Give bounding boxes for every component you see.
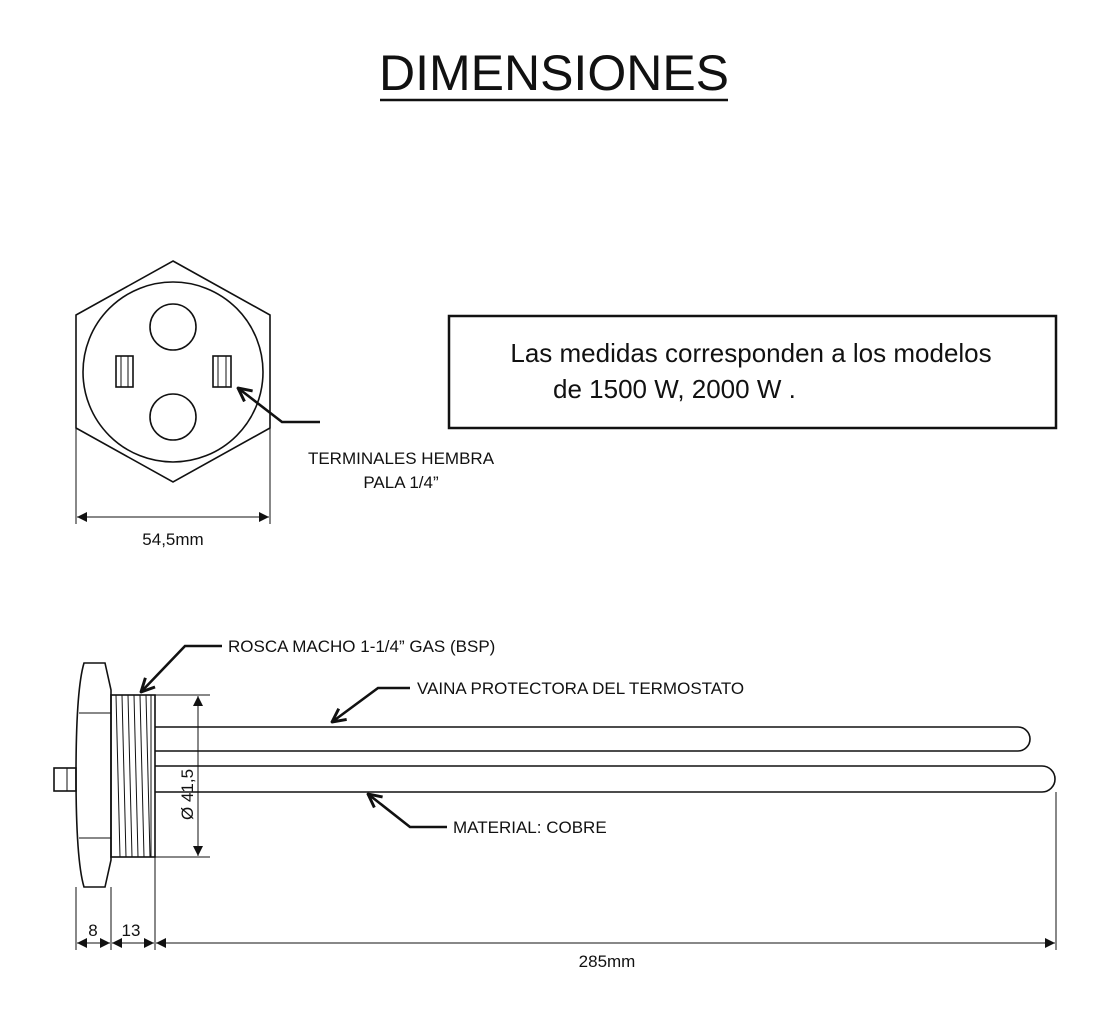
terminal-leader-arrow [238, 388, 320, 424]
left-terminal [115, 355, 134, 388]
material-label: MATERIAL: COBRE [453, 818, 607, 837]
upper-hole [149, 303, 197, 351]
diameter-dimension: Ø 41,5 [178, 769, 197, 820]
flange-dimension: 8 [88, 921, 97, 940]
note-line-1: Las medidas corresponden a los modelos [510, 338, 991, 368]
hex-nut [75, 260, 271, 483]
side-view: Ø 41,5 ROSCA MACHO 1-1/4” GAS (BSP) VAIN… [53, 637, 1057, 971]
right-terminal [212, 355, 232, 388]
lower-tube-copper [155, 765, 1056, 793]
flange [75, 662, 112, 888]
terminal-stub [53, 767, 77, 792]
thread-label: ROSCA MACHO 1-1/4” GAS (BSP) [228, 637, 495, 656]
upper-tube-sheath [155, 726, 1031, 752]
width-dimension: 54,5mm [142, 530, 203, 549]
flange-circle [82, 281, 264, 463]
thread-dimension: 13 [122, 921, 141, 940]
thread [110, 694, 156, 858]
sheath-label: VAINA PROTECTORA DEL TERMOSTATO [417, 679, 744, 698]
note-box [447, 314, 1058, 430]
front-view: TERMINALES HEMBRA PALA 1/4” 54,5mm [75, 260, 495, 549]
page-title: DIMENSIONES [379, 45, 729, 101]
terminals-label-size: PALA 1/4” [363, 473, 439, 492]
length-dimension: 285mm [579, 952, 636, 971]
lower-hole [149, 393, 197, 441]
note-line-2: de 1500 W, 2000 W . [553, 374, 796, 404]
models-note: Las medidas corresponden a los modelos d… [447, 314, 1058, 430]
terminals-label: TERMINALES HEMBRA [308, 449, 495, 468]
